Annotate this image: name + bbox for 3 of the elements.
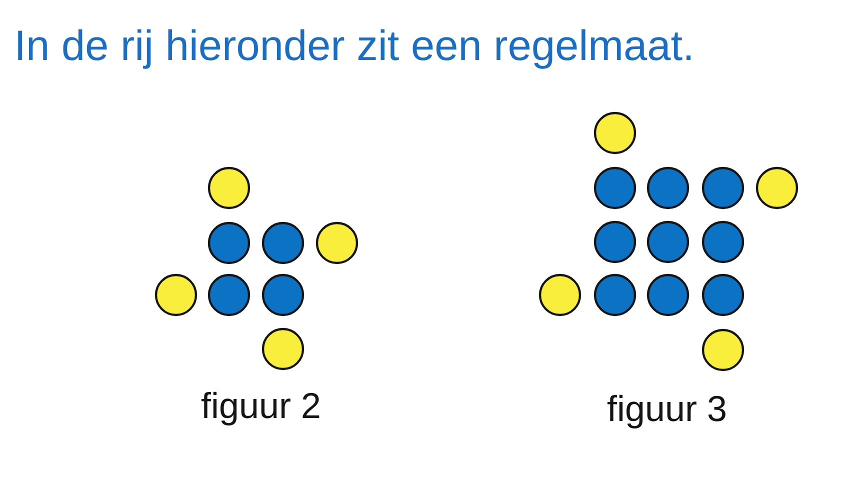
figure-caption: figuur 3 xyxy=(607,394,726,428)
figure-caption: figuur 2 xyxy=(201,392,320,426)
title: In de rij hieronder zit een regelmaat. xyxy=(18,29,691,69)
